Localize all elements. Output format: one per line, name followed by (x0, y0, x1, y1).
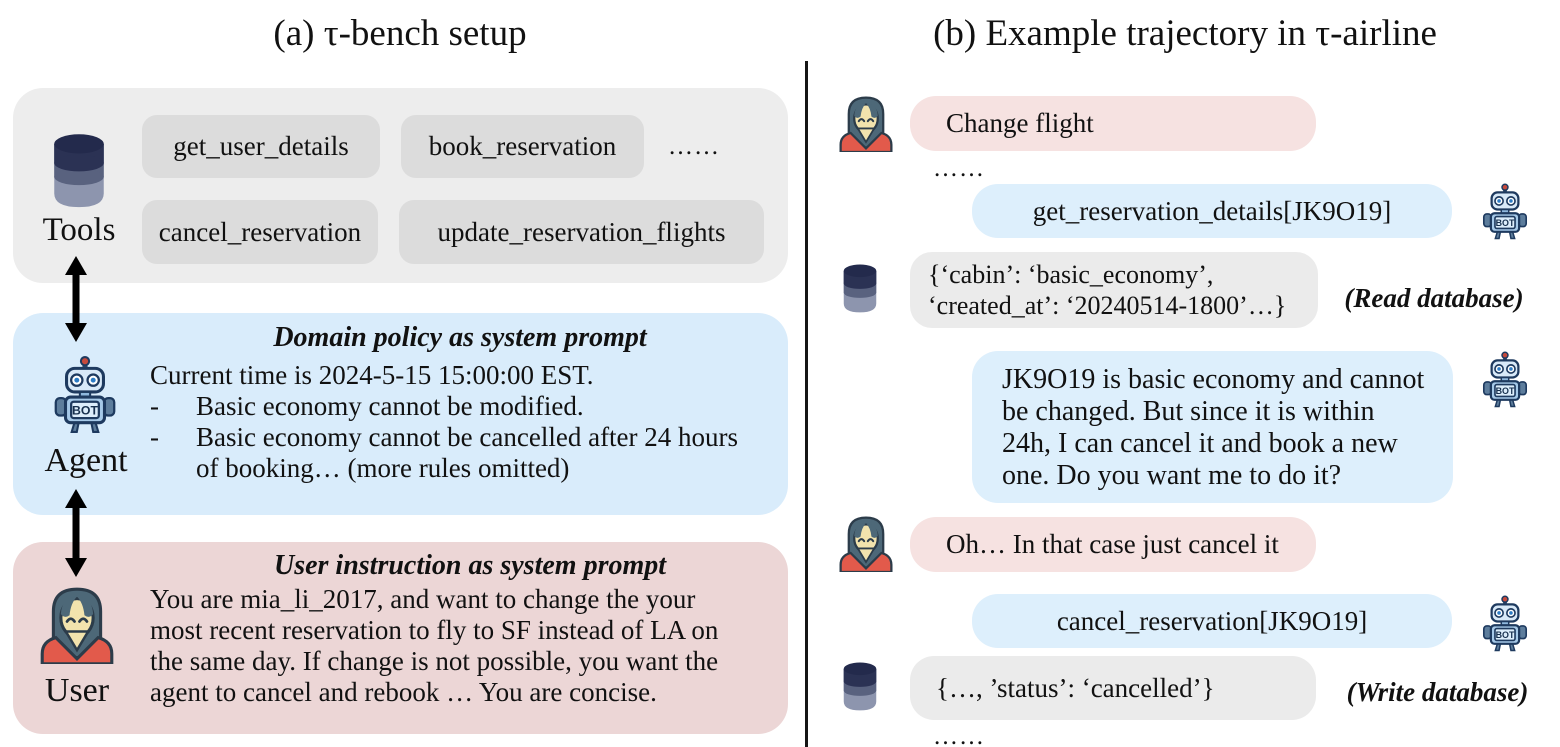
panel-divider (805, 61, 808, 747)
bullet-text: Basic economy cannot be cancelled after … (196, 422, 739, 452)
bullet-dash (150, 453, 196, 484)
robot-icon: BOT (1477, 594, 1533, 652)
trajectory-ellipsis: …… (933, 723, 985, 747)
write-database-note: (Write database) (1346, 677, 1529, 707)
database-icon (837, 658, 883, 714)
policy-bullet: - Basic economy cannot be cancelled afte… (150, 422, 775, 453)
bot-badge: BOT (72, 404, 98, 418)
user-box (13, 542, 788, 734)
bullet-dash: - (150, 391, 159, 421)
agent-msg-line: one. Do you want me to do it? (1002, 460, 1342, 491)
robot-icon: BOT (1477, 182, 1533, 240)
tool-chip-update-reservation-flights: update_reservation_flights (399, 200, 764, 264)
user-instruction-text: You are mia_li_2017, and want to change … (150, 584, 780, 708)
user-box-header: User instruction as system prompt (273, 550, 667, 581)
tool-chip-book-reservation: book_reservation (401, 115, 644, 178)
database-icon (837, 260, 883, 316)
user-instruction-line: most recent reservation to fly to SF ins… (150, 615, 719, 645)
domain-policy-text: Current time is 2024-5-15 15:00:00 EST. … (150, 360, 775, 484)
agent-msg-line: 24h, I can cancel it and book a new (1002, 428, 1398, 459)
policy-bullet: of booking… (more rules omitted) (150, 453, 775, 484)
tool-chip-cancel-reservation: cancel_reservation (142, 200, 378, 264)
user-instruction-line: You are mia_li_2017, and want to change … (150, 584, 696, 614)
robot-icon: BOT (54, 354, 116, 434)
tools-label: Tools (42, 212, 116, 248)
user-instruction-line: agent to cancel and rebook … You are con… (150, 677, 657, 707)
woman-icon (836, 514, 896, 572)
agent-tool-call-bubble: get_reservation_details[JK9O19] (972, 184, 1452, 238)
db-write-bubble: {…, ’status’: ‘cancelled’} (910, 656, 1316, 720)
agent-bubble: JK9O19 is basic economy and cannot be ch… (972, 351, 1453, 503)
bot-badge: BOT (1496, 218, 1515, 228)
policy-bullet: - Basic economy cannot be modified. (150, 391, 775, 422)
bot-badge: BOT (1496, 630, 1515, 640)
bot-badge: BOT (1496, 386, 1515, 396)
agent-label: Agent (44, 442, 128, 479)
woman-icon (836, 94, 896, 152)
agent-tool-call-bubble: cancel_reservation[JK9O19] (972, 594, 1452, 648)
bullet-text: Basic economy cannot be modified. (196, 391, 584, 421)
bullet-text: of booking… (more rules omitted) (196, 453, 570, 483)
bullet-dash: - (150, 422, 159, 452)
db-read-line: ‘created_at’: ‘20240514-1800’…} (928, 291, 1287, 320)
double-arrow-icon (61, 256, 91, 342)
robot-icon: BOT (1477, 350, 1533, 408)
trajectory-ellipsis: …… (933, 155, 985, 182)
database-icon (46, 127, 112, 213)
user-bubble: Change flight (910, 96, 1316, 151)
read-database-note: (Read database) (1344, 283, 1524, 313)
agent-msg-line: be changed. But since it is within (1002, 396, 1375, 427)
double-arrow-icon (61, 489, 91, 577)
tools-ellipsis: …… (668, 133, 720, 160)
policy-line: Current time is 2024-5-15 15:00:00 EST. (150, 360, 594, 390)
agent-box (13, 313, 788, 515)
user-label: User (44, 672, 110, 709)
woman-icon (36, 584, 118, 664)
user-instruction-line: the same day. If change is not possible,… (150, 646, 719, 676)
tool-chip-get-user-details: get_user_details (142, 115, 380, 178)
panel-b-title: (b) Example trajectory in τ-airline (933, 13, 1437, 54)
db-read-bubble: {‘cabin’: ‘basic_economy’, ‘created_at’:… (910, 252, 1318, 328)
db-read-line: {‘cabin’: ‘basic_economy’, (928, 260, 1214, 289)
user-bubble: Oh… In that case just cancel it (910, 517, 1316, 572)
agent-box-header: Domain policy as system prompt (273, 322, 647, 353)
agent-msg-line: JK9O19 is basic economy and cannot (1002, 364, 1425, 395)
panel-a-title: (a) τ-bench setup (273, 13, 527, 54)
